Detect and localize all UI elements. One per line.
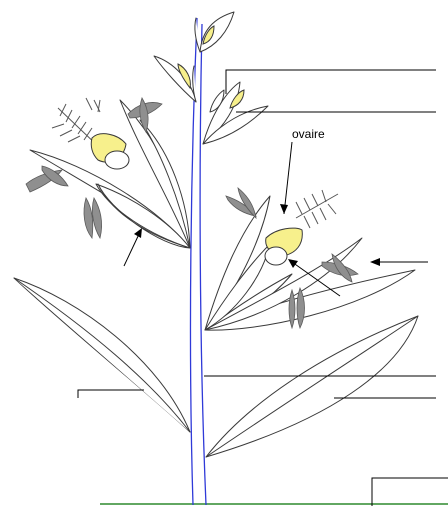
ovary-arrow-head xyxy=(280,204,288,214)
stamen-left-2 xyxy=(84,198,93,238)
leaf-lower-left xyxy=(14,278,190,432)
ovary-label: ovaire xyxy=(292,127,325,141)
leader-line-leaf-left xyxy=(78,390,144,398)
bud-top xyxy=(195,12,234,52)
ovary-right xyxy=(265,247,287,265)
flower-right xyxy=(205,188,415,330)
ovary-arrow-line xyxy=(284,142,292,214)
ovary-right-arrow-head xyxy=(288,259,298,268)
leader-line-bud-top xyxy=(226,70,436,94)
bud-left xyxy=(154,56,196,102)
leader-line-ground xyxy=(372,478,448,506)
bud-right xyxy=(203,82,268,144)
lip-arrow-line xyxy=(124,232,140,266)
flower-left xyxy=(26,98,190,248)
stamen-arrow-head xyxy=(370,258,380,266)
leader-lines xyxy=(78,70,448,506)
leaf-lower-right xyxy=(206,316,418,457)
ovary-left xyxy=(105,151,129,169)
stigma-feathery-right xyxy=(296,190,338,228)
